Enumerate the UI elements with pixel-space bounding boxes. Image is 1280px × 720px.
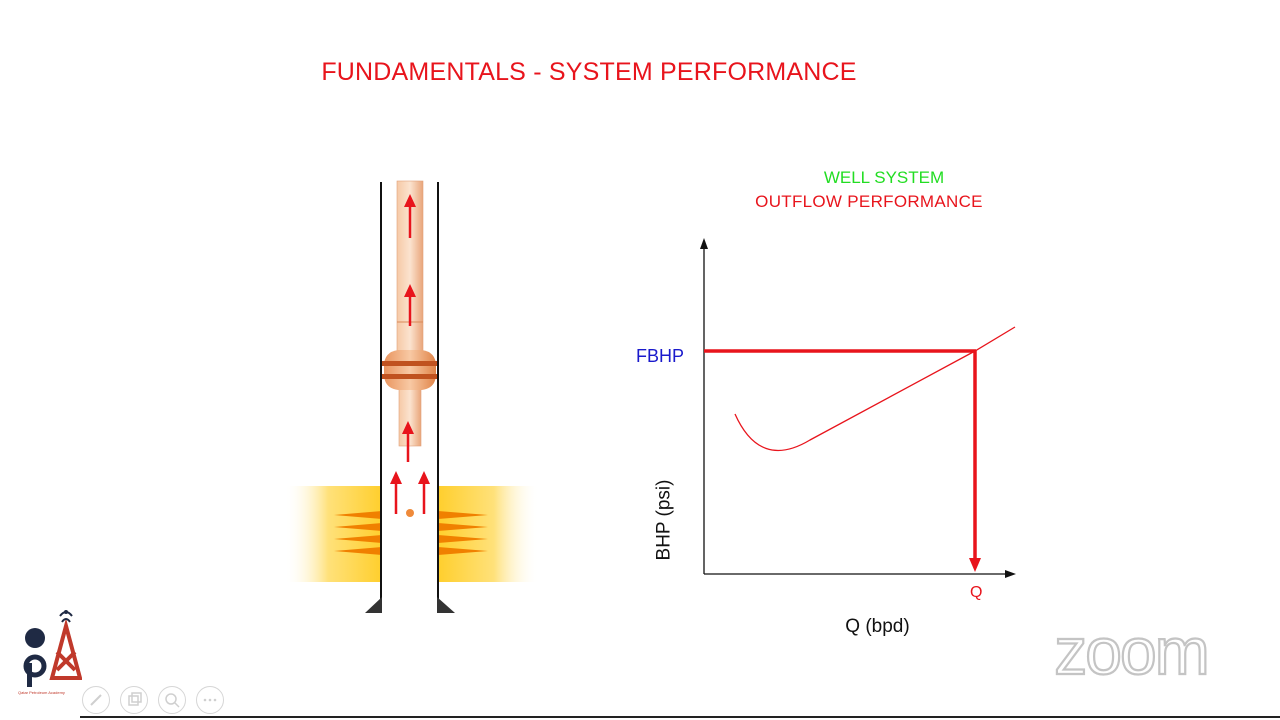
- perforations-left: [334, 511, 382, 555]
- outflow-curve: [734, 326, 1016, 452]
- chart-title-well-system: WELL SYSTEM: [823, 168, 945, 187]
- y-axis-label: BHP (psi): [653, 479, 675, 561]
- q-drop-arrowhead: [969, 558, 981, 572]
- svg-text:zoom: zoom: [1054, 622, 1207, 686]
- perforations-right: [438, 511, 488, 555]
- packer: [382, 350, 438, 390]
- flow-arrows: [390, 194, 430, 514]
- more-icon[interactable]: [196, 686, 224, 714]
- casing-shoe-right: [437, 597, 455, 613]
- tubing-lower: [398, 385, 422, 447]
- wellbore-diagram: [285, 180, 539, 613]
- casing-shoe-left: [365, 597, 382, 613]
- formation-left: [285, 486, 381, 582]
- copy-icon[interactable]: [120, 686, 148, 714]
- zoom-watermark: zoom: [1053, 622, 1211, 686]
- logo-caption: Qatar Petroleum Academy: [18, 690, 65, 695]
- y-axis-arrowhead: [700, 238, 708, 249]
- chart-title-outflow-performance: OUTFLOW PERFORMANCE: [755, 192, 983, 211]
- pencil-icon[interactable]: [82, 686, 110, 714]
- x-axis-label: Q (bpd): [845, 616, 910, 637]
- magnifier-icon[interactable]: [158, 686, 186, 714]
- x-axis-arrowhead: [1005, 570, 1016, 578]
- fbhp-label: FBHP: [636, 346, 685, 366]
- slide-title: FUNDAMENTALS - SYSTEM PERFORMANCE: [321, 58, 857, 86]
- fluid-dot: [406, 509, 414, 517]
- formation-right: [439, 486, 539, 582]
- academy-logo: [23, 610, 82, 687]
- q-label: Q: [970, 584, 983, 601]
- bottom-border-line: [80, 716, 1280, 718]
- outflow-chart: [700, 238, 1016, 578]
